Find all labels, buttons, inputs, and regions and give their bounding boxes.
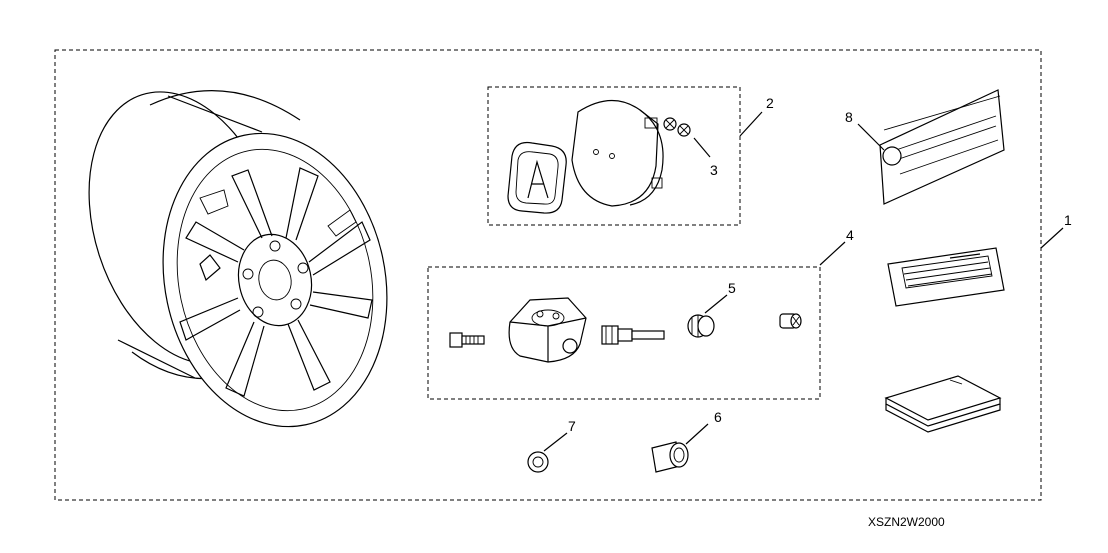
leader-7 xyxy=(543,432,568,452)
instruction-sheet xyxy=(887,247,1005,307)
leader-4 xyxy=(819,241,846,266)
callout-8: 8 xyxy=(845,109,853,125)
spacer-collar xyxy=(527,451,549,473)
tpms-sensor xyxy=(508,297,587,363)
leader-6 xyxy=(685,423,709,445)
cap-nuts xyxy=(663,117,691,137)
callout-2: 2 xyxy=(766,95,774,111)
center-cap xyxy=(571,99,664,207)
alloy-wheel xyxy=(88,90,388,428)
valve-cap xyxy=(779,313,802,329)
callout-5: 5 xyxy=(728,280,736,296)
tpms-group-box xyxy=(427,266,821,400)
callout-4: 4 xyxy=(846,227,854,243)
callout-1: 1 xyxy=(1064,212,1072,228)
leader-8 xyxy=(857,123,885,151)
leader-5 xyxy=(704,294,728,314)
callout-6: 6 xyxy=(714,409,722,425)
leader-2 xyxy=(739,111,763,137)
lug-nut-cover xyxy=(651,441,689,473)
acura-emblem xyxy=(507,141,567,214)
owners-booklet xyxy=(884,375,1002,433)
valve-stem xyxy=(601,325,665,345)
center-cap-group-box xyxy=(487,86,741,226)
leader-3 xyxy=(693,137,711,158)
drawing-code: XSZN2W2000 xyxy=(868,515,945,529)
valve-nut xyxy=(687,314,715,338)
callout-7: 7 xyxy=(568,418,576,434)
callout-3: 3 xyxy=(710,162,718,178)
kit-boundary xyxy=(54,49,1042,501)
sensor-screw xyxy=(449,332,485,348)
tire-info-label-card xyxy=(879,89,1005,205)
leader-1 xyxy=(1040,227,1064,249)
